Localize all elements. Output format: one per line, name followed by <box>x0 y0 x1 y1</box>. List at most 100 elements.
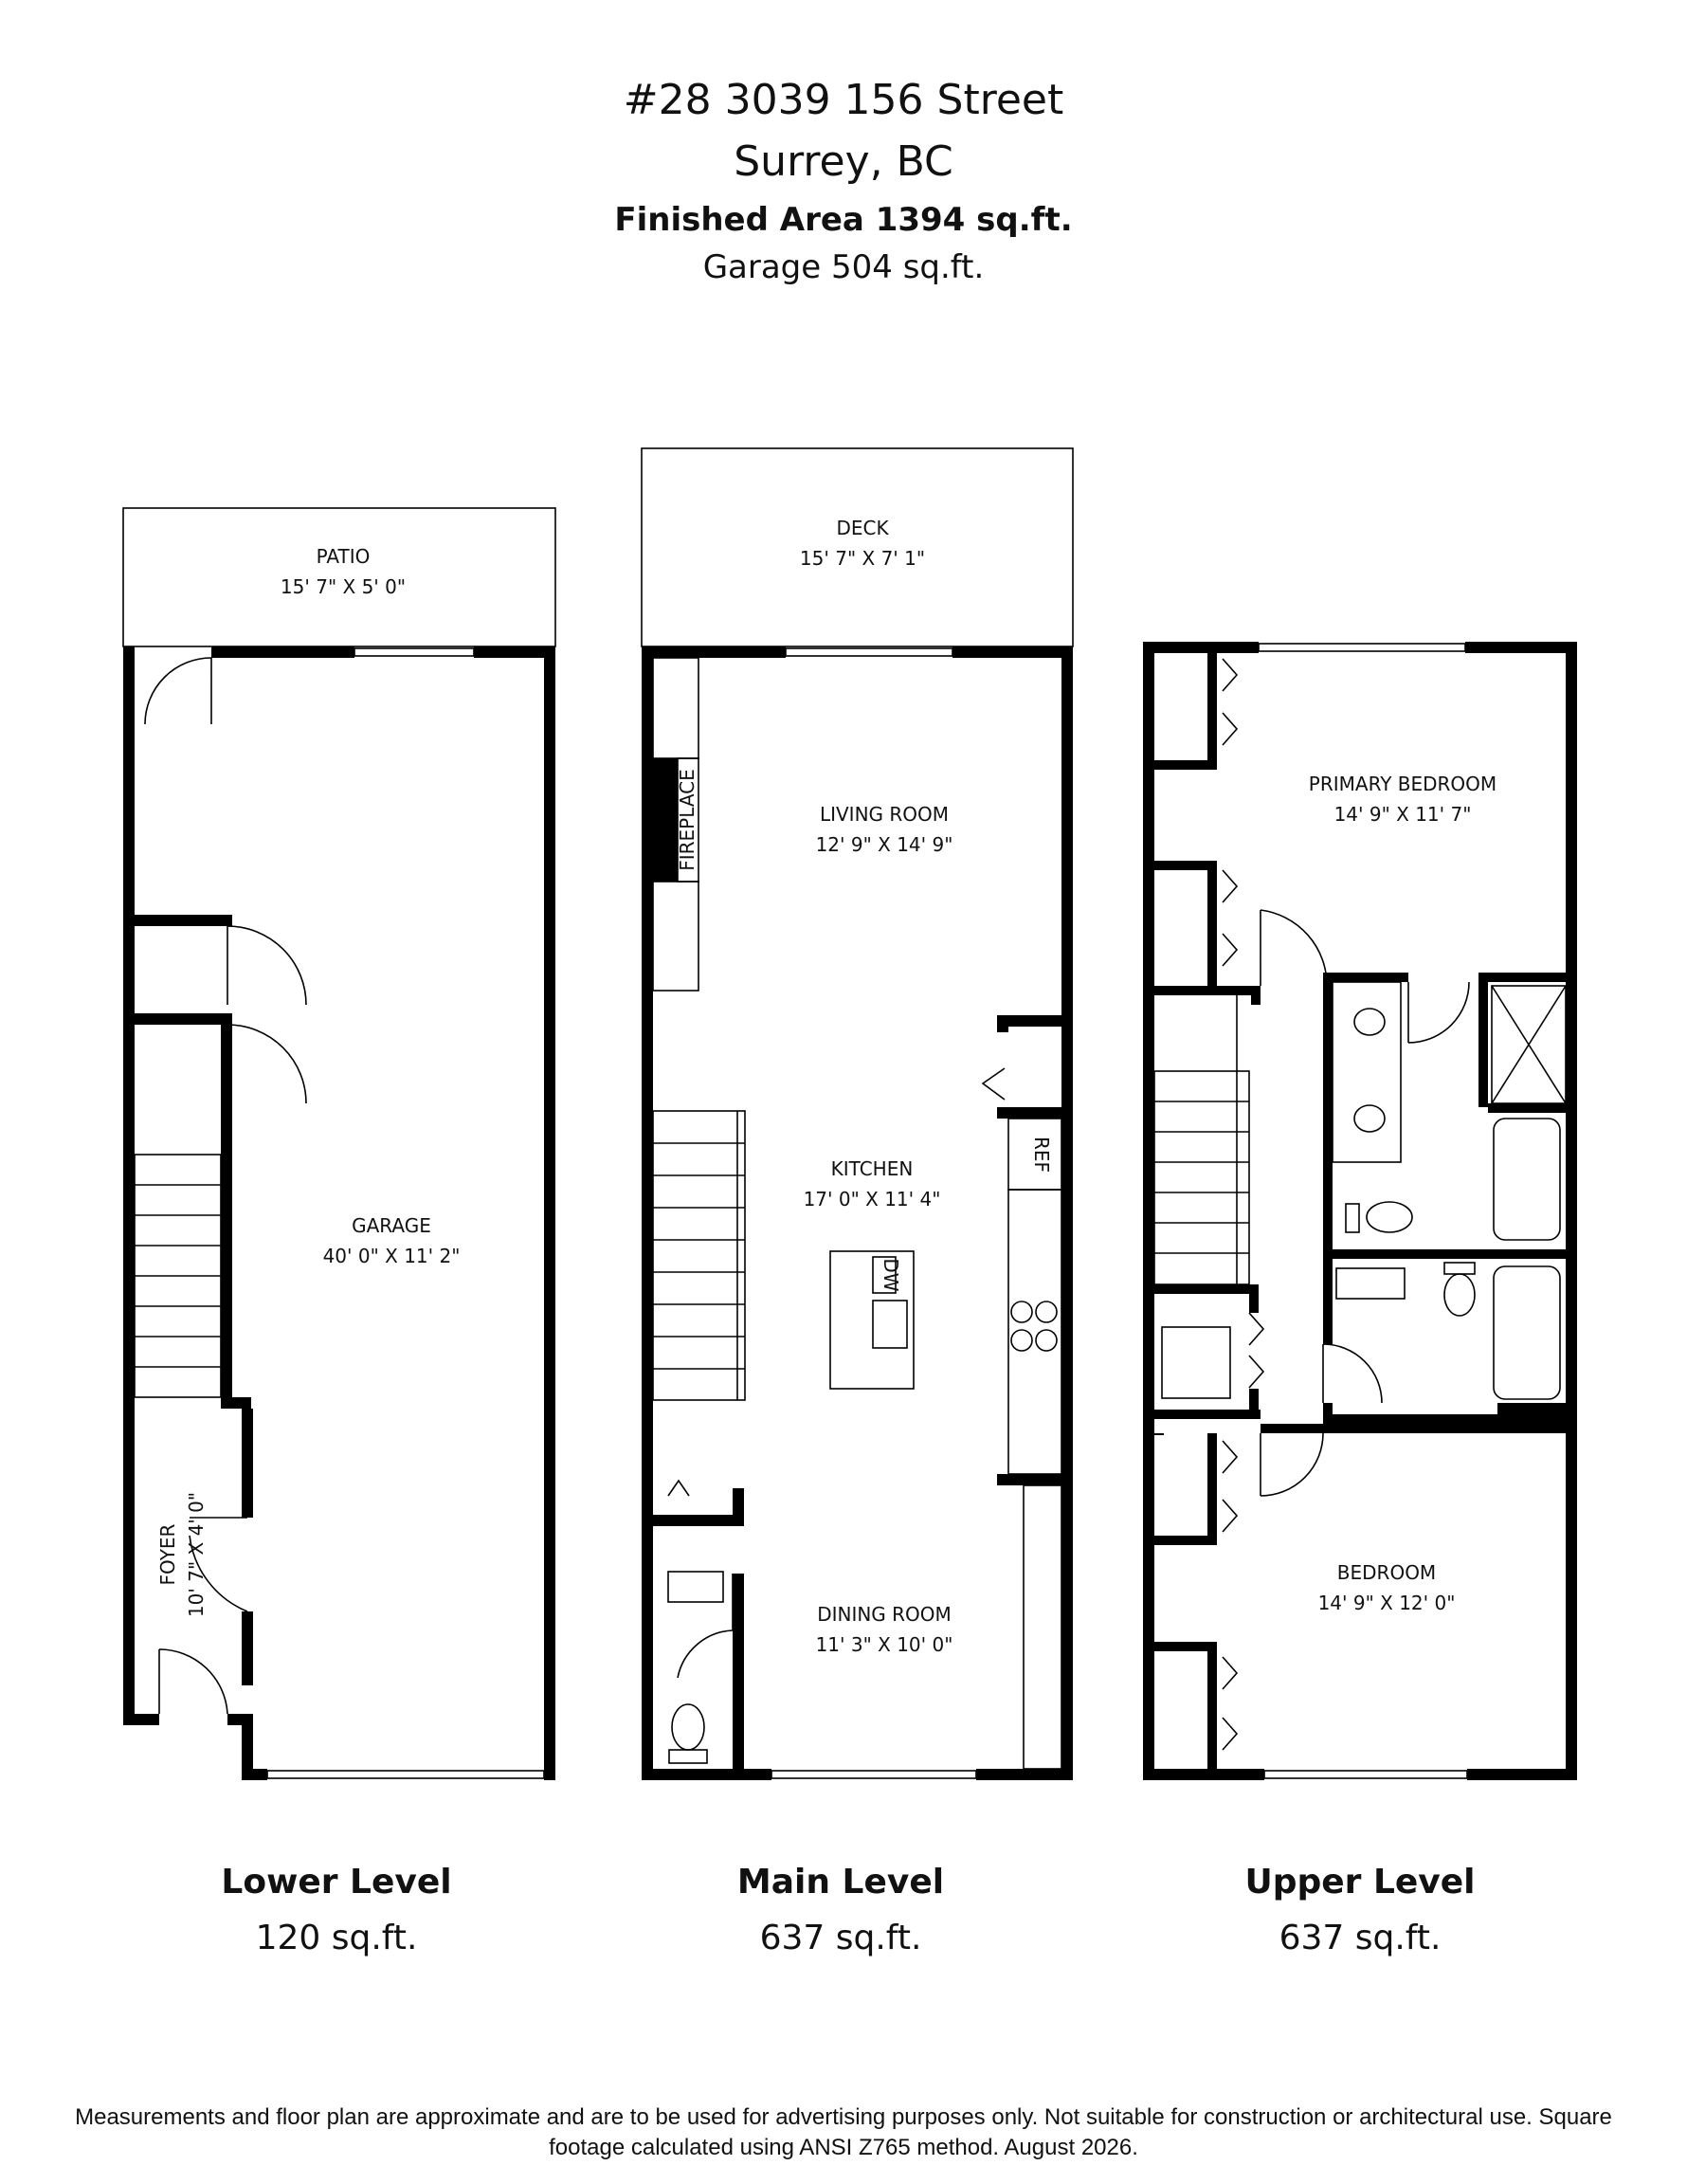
door <box>189 1517 248 1612</box>
door <box>144 657 212 725</box>
wall <box>997 1107 1008 1119</box>
wall <box>1207 653 1217 770</box>
property-address: #28 3039 156 Street <box>623 76 1064 124</box>
disclaimer: Measurements and floor plan are approxim… <box>75 2104 1612 2161</box>
living-room-dims: 12' 9" X 14' 9" <box>816 833 953 856</box>
patio-dims: 15' 7" X 5' 0" <box>281 575 406 598</box>
toilet-tank <box>1345 1203 1360 1233</box>
property-city: Surrey, BC <box>734 137 953 186</box>
wall <box>211 646 354 658</box>
wall <box>1249 1284 1259 1313</box>
closet-door <box>667 1479 690 1497</box>
wall <box>733 1574 744 1769</box>
main-level-name: Main Level <box>736 1863 945 1902</box>
wall <box>1143 642 1259 653</box>
sink-icon <box>1335 1267 1406 1300</box>
wall <box>242 1611 253 1685</box>
lower-level-plan: PATIO 15' 7" X 5' 0" GARAGE 40' 0" X 11'… <box>122 507 556 1780</box>
wall <box>1154 760 1217 770</box>
closet-door <box>1222 869 1239 967</box>
sink-icon <box>1353 1008 1386 1036</box>
main-level-plan: FIREPLACE REF DW <box>641 447 1074 1780</box>
wall <box>242 1409 253 1518</box>
wall <box>997 1015 1061 1027</box>
wall <box>1323 973 1333 1344</box>
garage-area: Garage 504 sq.ft. <box>702 248 985 286</box>
wall <box>1061 646 1073 1780</box>
door <box>158 1648 228 1715</box>
door <box>1260 909 1328 987</box>
wall <box>1143 642 1154 1780</box>
door <box>677 1574 734 1679</box>
upper-level-area: 637 sq.ft. <box>1279 1919 1442 1957</box>
wall <box>1154 1410 1261 1419</box>
wall <box>1143 1769 1264 1780</box>
stove-icon <box>1010 1301 1058 1352</box>
sink-icon <box>667 1571 724 1603</box>
deck-outline <box>641 447 1074 647</box>
wall <box>1467 1769 1577 1780</box>
wall <box>123 1013 232 1025</box>
toilet-icon <box>1443 1273 1476 1317</box>
fireplace-label: FIREPLACE <box>676 769 698 871</box>
main-level-caption: Main Level 637 sq.ft. <box>651 1863 1030 1957</box>
garage-door <box>266 1770 545 1779</box>
lower-level-name: Lower Level <box>221 1863 452 1902</box>
door <box>227 1024 307 1104</box>
deck-label: DECK <box>836 517 889 539</box>
wall <box>474 646 555 658</box>
bedroom-dims: 14' 9" X 12' 0" <box>1318 1592 1456 1614</box>
wall <box>242 1714 253 1780</box>
sink-icon <box>872 1300 908 1349</box>
main-level-area: 637 sq.ft. <box>759 1919 922 1957</box>
pantry-door <box>981 1067 1006 1101</box>
fireplace <box>653 758 678 882</box>
wall <box>997 1107 1061 1119</box>
dining-room-dims: 11' 3" X 10' 0" <box>816 1633 953 1656</box>
wall <box>1323 1249 1577 1259</box>
bathtub-icon <box>1493 1118 1561 1241</box>
upper-level-name: Upper Level <box>1244 1863 1476 1902</box>
finished-area: Finished Area 1394 sq.ft. <box>614 201 1073 239</box>
primary-bedroom-dims: 14' 9" X 11' 7" <box>1334 803 1472 826</box>
lower-level-caption: Lower Level 120 sq.ft. <box>147 1863 526 1957</box>
cabinet <box>652 657 699 759</box>
wall <box>976 1769 1061 1780</box>
kitchen-label: KITCHEN <box>831 1157 914 1180</box>
deck-dims: 15' 7" X 7' 1" <box>800 547 925 570</box>
wall <box>544 646 555 1780</box>
sink-icon <box>1353 1104 1386 1133</box>
toilet-icon <box>1366 1201 1413 1233</box>
stairs <box>134 1154 222 1398</box>
toilet-tank <box>668 1749 708 1764</box>
door <box>227 925 307 1006</box>
wall <box>1261 1424 1577 1433</box>
wall <box>1333 1414 1497 1424</box>
wall <box>1207 1642 1217 1769</box>
wall <box>642 646 653 1780</box>
vanity <box>1332 981 1402 1163</box>
primary-bedroom-label: PRIMARY BEDROOM <box>1309 773 1497 795</box>
foyer-label: FOYER <box>156 1523 179 1585</box>
counter <box>1023 1484 1062 1770</box>
cabinet <box>652 881 699 992</box>
foyer-dims: 10' 7" X 4' 0" <box>185 1492 208 1617</box>
wall <box>221 1025 232 1409</box>
wall <box>1251 986 1261 1005</box>
bedroom-label: BEDROOM <box>1337 1561 1436 1584</box>
wall <box>1566 642 1577 1780</box>
wall <box>1154 1433 1164 1435</box>
wall <box>1478 973 1488 1107</box>
window <box>354 647 475 657</box>
wall <box>653 1515 736 1526</box>
wall <box>997 1474 1061 1485</box>
wall <box>123 1714 159 1725</box>
wall <box>1323 973 1408 982</box>
upper-level-plan: PRIMARY BEDROOM 14' 9" X 11' 7" BEDROOM … <box>1143 642 1577 1780</box>
wall <box>1154 1284 1249 1294</box>
kitchen-island <box>829 1250 915 1390</box>
door <box>1407 981 1470 1044</box>
wall <box>1488 1103 1577 1113</box>
wall <box>653 1769 771 1780</box>
closet-door <box>1222 658 1239 746</box>
